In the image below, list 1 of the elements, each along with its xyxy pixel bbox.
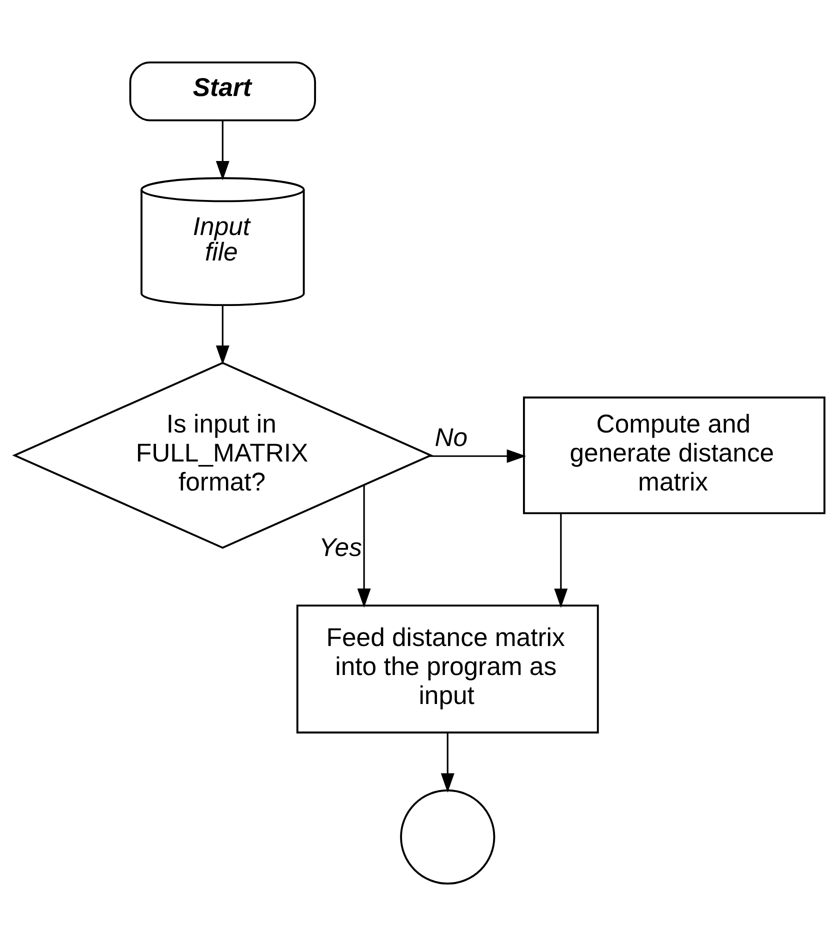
edge-label: No: [434, 424, 468, 452]
